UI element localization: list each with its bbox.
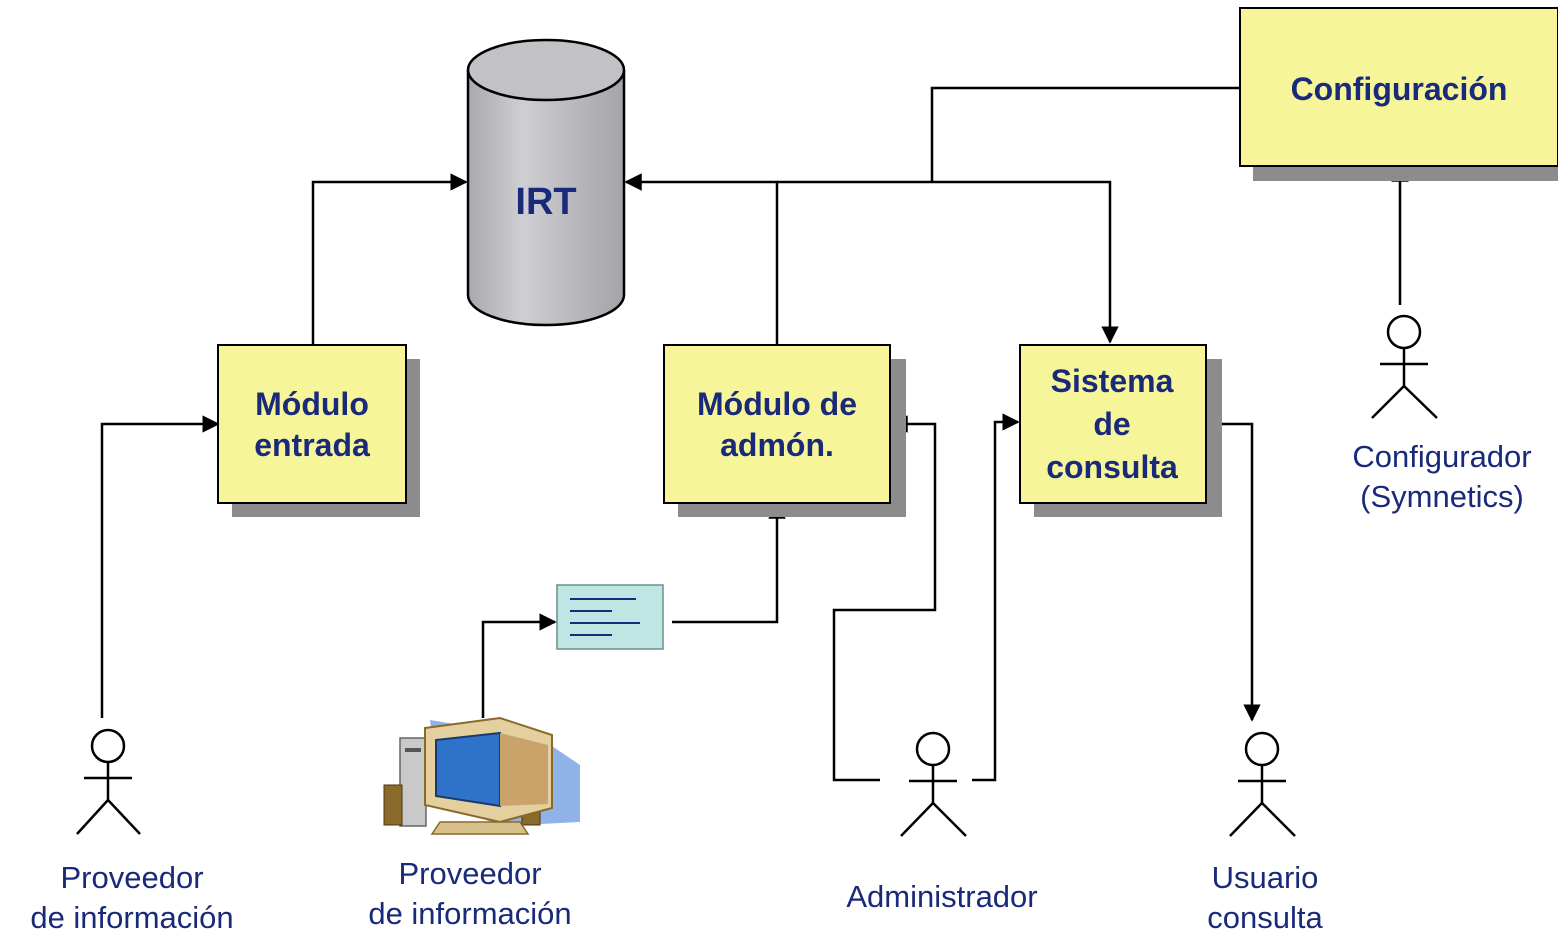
sistema-consulta-line-3: consulta	[1046, 449, 1178, 485]
actor-usuario-consulta: Usuario consulta	[1207, 731, 1323, 934]
document-icon	[556, 584, 664, 650]
edge-administrador-to-admon	[832, 415, 937, 782]
edge-document-to-admon	[672, 501, 786, 624]
proveedor-1-line-2: de información	[30, 900, 233, 934]
computer-icon	[383, 716, 580, 835]
sistema-consulta-box: Sistema de consulta	[1019, 344, 1222, 517]
edge-configuracion-to-bus	[930, 86, 1240, 182]
modulo-entrada-box: Módulo entrada	[217, 344, 420, 517]
proveedor-1-line-1: Proveedor	[60, 860, 203, 895]
modulo-entrada-line-1: Módulo	[255, 386, 369, 422]
proveedor-2-line-1: Proveedor	[398, 856, 541, 891]
person-icon	[1229, 731, 1296, 837]
irt-label: IRT	[515, 181, 576, 223]
configurador-line-2: (Symnetics)	[1360, 479, 1524, 514]
edge-computer-to-document	[481, 613, 557, 718]
irt-database: IRT	[466, 38, 626, 327]
person-icon	[900, 731, 967, 837]
administrador-label: Administrador	[846, 879, 1037, 914]
person-icon	[76, 728, 141, 835]
proveedor-2-line-2: de información	[368, 896, 571, 931]
actor-proveedor-2: Proveedor de información	[368, 856, 571, 931]
edge-admon-to-irt	[624, 173, 779, 345]
actor-administrador: Administrador	[846, 731, 1038, 914]
usuario-consulta-line-2: consulta	[1207, 900, 1323, 934]
sistema-consulta-line-2: de	[1093, 406, 1130, 442]
sistema-consulta-line-1: Sistema	[1051, 363, 1174, 399]
connectors	[100, 86, 1409, 782]
person-icon	[1371, 314, 1438, 419]
configurador-line-1: Configurador	[1352, 439, 1531, 474]
configuracion-label: Configuración	[1291, 71, 1508, 107]
edge-bus-to-consulta	[777, 180, 1119, 344]
configuracion-box: Configuración	[1239, 7, 1558, 181]
modulo-admon-box: Módulo de admón.	[663, 344, 906, 517]
actor-configurador: Configurador (Symnetics)	[1352, 314, 1532, 514]
modulo-admon-line-2: admón.	[720, 427, 834, 463]
edge-administrador-to-consulta	[972, 413, 1020, 782]
edge-proveedor1-to-entrada	[100, 415, 220, 718]
actor-proveedor-1: Proveedor de información	[30, 728, 234, 934]
modulo-entrada-line-2: entrada	[254, 427, 370, 463]
usuario-consulta-line-1: Usuario	[1212, 860, 1319, 895]
edge-entrada-to-irt	[311, 173, 468, 345]
modulo-admon-line-1: Módulo de	[697, 386, 857, 422]
